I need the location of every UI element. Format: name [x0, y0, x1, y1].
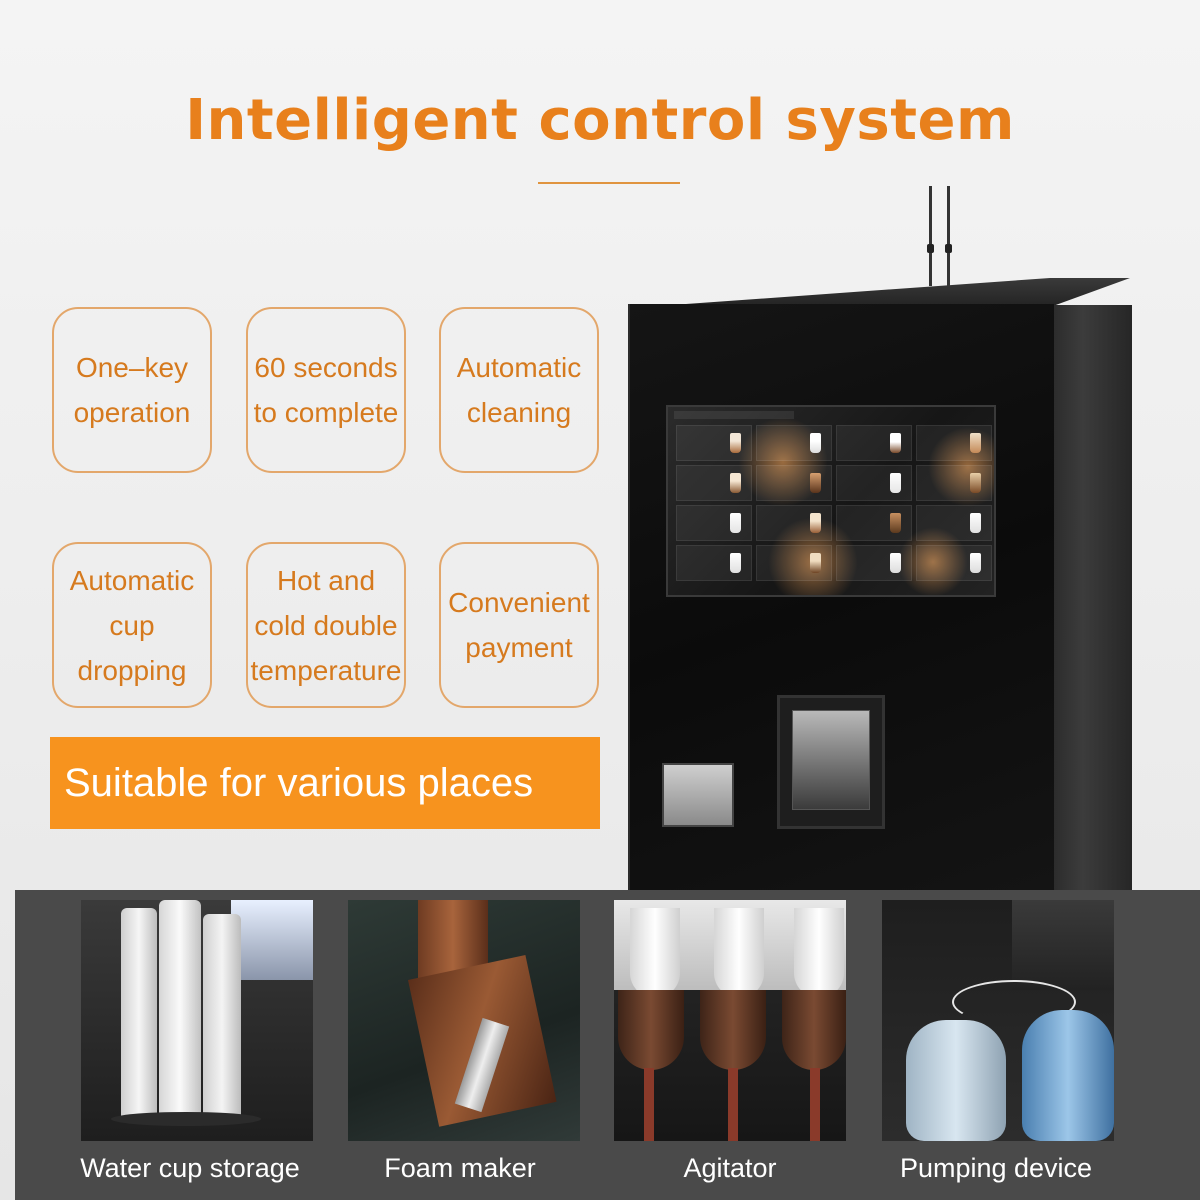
screen-header [674, 411, 794, 419]
drink-cup-icon [890, 553, 901, 573]
feature-double-temperature: Hot and cold double temperature [246, 542, 406, 708]
water-bottle [1022, 1010, 1114, 1141]
water-bottle [906, 1020, 1006, 1141]
drink-cup-icon [810, 433, 821, 453]
drink-cup-icon [970, 553, 981, 573]
feature-convenient-payment: Convenient payment [439, 542, 599, 708]
drink-dispenser-window [777, 695, 885, 829]
machine-side-panel [1050, 305, 1132, 895]
antenna-joint [945, 244, 952, 253]
drink-cup-icon [730, 513, 741, 533]
feature-one-key-operation: One–key operation [52, 307, 212, 473]
mixing-bowl [700, 990, 766, 1070]
cup-stack [203, 914, 241, 1122]
powder-funnel [630, 908, 680, 998]
antenna-right [947, 186, 950, 286]
cup-base [111, 1112, 261, 1126]
touch-screen [666, 405, 996, 597]
feature-cup-dropping: Automatic cup dropping [52, 542, 212, 708]
drink-cup-icon [730, 473, 741, 493]
agitator-photo [614, 900, 846, 1141]
drink-cup-icon [730, 553, 741, 573]
pumping-device-label: Pumping device [899, 1153, 1093, 1183]
drink-cup-icon [810, 473, 821, 493]
drink-cup-icon [890, 513, 901, 533]
drink-tile [756, 425, 832, 461]
feature-sixty-seconds: 60 seconds to complete [246, 307, 406, 473]
feature-automatic-cleaning: Automatic cleaning [439, 307, 599, 473]
mixing-bowl [618, 990, 684, 1070]
cup-stack [121, 908, 157, 1123]
cup-stack [159, 900, 201, 1122]
foam-maker-label: Foam maker [384, 1153, 536, 1183]
outlet-tube [728, 1068, 738, 1141]
powder-funnel [714, 908, 764, 998]
antenna-left [929, 186, 932, 286]
drink-cup-icon [890, 433, 901, 453]
outlet-tube [810, 1068, 820, 1141]
powder-funnel [794, 908, 844, 998]
drink-cup-icon [970, 513, 981, 533]
light-panel [231, 900, 313, 980]
places-banner: Suitable for various places [50, 737, 600, 829]
antenna-joint [927, 244, 934, 253]
light-glow [898, 527, 968, 595]
title-divider [538, 182, 680, 184]
drink-cup-icon [810, 513, 821, 533]
drink-cup-icon [890, 473, 901, 493]
pumping-device-photo [882, 900, 1114, 1141]
drink-cup-icon [970, 473, 981, 493]
drink-cup-icon [810, 553, 821, 573]
outlet-tube [644, 1068, 654, 1141]
water-hose [952, 980, 1076, 1024]
drink-cup-icon [730, 433, 741, 453]
mixing-bowl [782, 990, 846, 1070]
water-cup-storage-label: Water cup storage [80, 1153, 300, 1183]
water-cup-storage-photo [81, 900, 313, 1141]
cup-slot [662, 763, 734, 827]
agitator-label: Agitator [683, 1153, 777, 1183]
drink-cup-icon [970, 433, 981, 453]
foam-maker-photo [348, 900, 580, 1141]
light-glow [928, 427, 994, 507]
dispenser-interior [792, 710, 870, 810]
page-title: Intelligent control system [185, 88, 1015, 153]
pump-housing [1012, 900, 1114, 990]
